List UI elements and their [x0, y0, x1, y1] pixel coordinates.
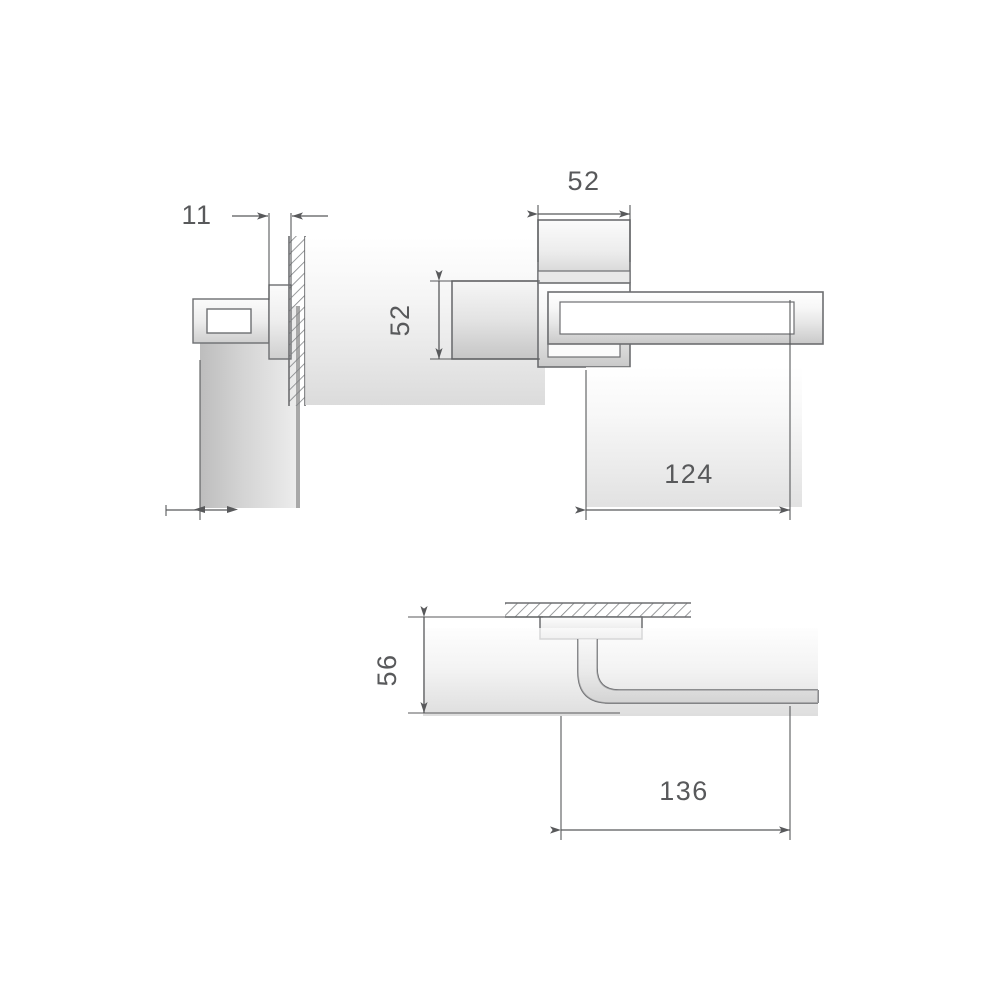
dim-124: 124 [575, 300, 791, 520]
lower-shadow-block [586, 367, 802, 507]
dim-52-vertical: 52 [385, 270, 540, 360]
dim-124-label: 124 [664, 459, 714, 489]
latch-bolt [192, 298, 270, 344]
forend-plate [268, 284, 292, 360]
top-plan-view: 56 136 [372, 602, 819, 840]
dim-11-label: 11 [181, 200, 212, 230]
dim-52-vertical-label: 52 [385, 303, 415, 336]
rose-block [451, 280, 545, 360]
lever-arm [547, 291, 824, 345]
door-extension-lines [165, 360, 238, 520]
square-rose [537, 219, 631, 286]
dim-52-top: 52 [527, 166, 631, 262]
dim-136: 136 [550, 706, 791, 840]
dim-56-label: 56 [372, 653, 402, 686]
side-elevation-view: 11 52 52 124 [165, 166, 824, 520]
dim-136-label: 136 [659, 776, 709, 806]
dim-11: 11 [181, 200, 328, 300]
plan-door-hatch [505, 602, 691, 618]
plan-lever-fill [578, 639, 818, 703]
dim-52-top-label: 52 [567, 166, 600, 196]
dim-56: 56 [372, 606, 620, 714]
